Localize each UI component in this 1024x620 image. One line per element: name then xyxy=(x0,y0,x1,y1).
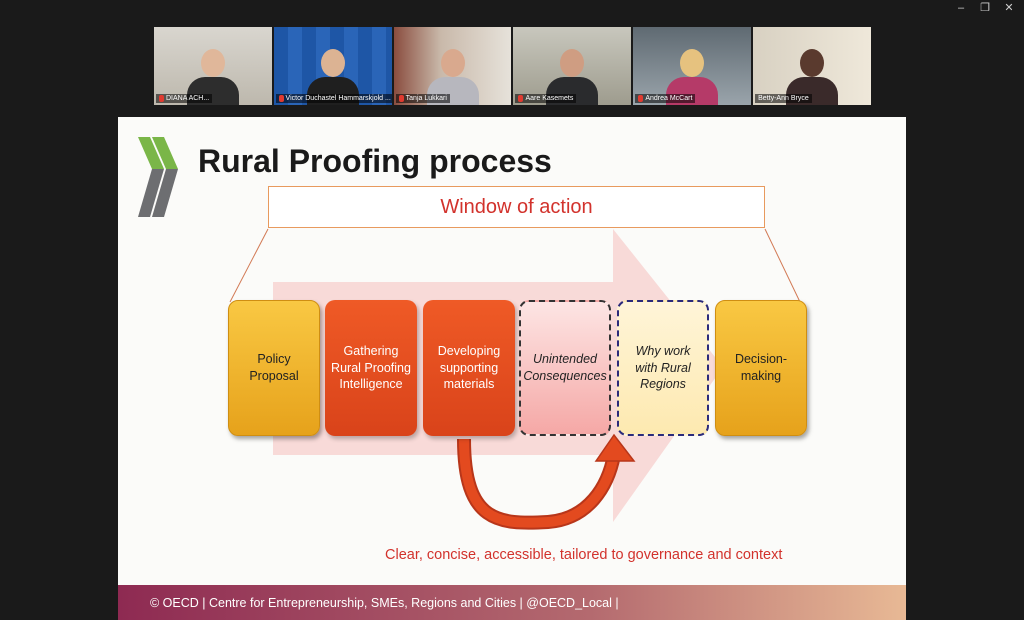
step-decision-making: Decision-making xyxy=(715,300,807,436)
participant-tile[interactable]: DIANA ACH... xyxy=(154,27,272,105)
participant-tile[interactable]: Tanja Lukkari xyxy=(393,27,512,105)
participant-name: Andrea McCart xyxy=(635,94,696,103)
muted-mic-icon xyxy=(159,95,164,102)
close-button[interactable]: ✕ xyxy=(1004,2,1014,14)
participant-tile[interactable]: Victor Duchastel Hammarskjold ... xyxy=(273,27,392,105)
oecd-logo xyxy=(138,137,178,217)
window-controls: – ❐ ✕ xyxy=(954,0,1024,16)
muted-mic-icon xyxy=(398,95,404,102)
minimize-button[interactable]: – xyxy=(957,2,965,14)
participant-strip: DIANA ACH... Victor Duchastel Hammarskjo… xyxy=(154,27,871,105)
participant-name: Victor Duchastel Hammarskjold ... xyxy=(275,94,392,103)
participant-name: Tanja Lukkari xyxy=(395,94,450,103)
muted-mic-icon xyxy=(278,95,284,102)
slide-footer: © OECD | Centre for Entrepreneurship, SM… xyxy=(118,585,906,620)
participant-name: Betty-Ann Bryce xyxy=(755,94,812,103)
step-gathering-intelligence: Gathering Rural Proofing Intelligence xyxy=(325,300,417,436)
restore-button[interactable]: ❐ xyxy=(980,2,990,14)
participant-tile[interactable]: Aare Kasemets xyxy=(513,27,632,105)
participant-name: DIANA ACH... xyxy=(156,94,213,103)
window-of-action-box: Window of action xyxy=(268,186,765,228)
muted-mic-icon xyxy=(638,95,644,102)
participant-tile[interactable]: Andrea McCart xyxy=(633,27,752,105)
participant-name: Aare Kasemets xyxy=(515,94,577,103)
shared-slide: Rural Proofing process Window of action … xyxy=(118,117,906,620)
step-why-rural-regions: Why work with Rural Regions xyxy=(617,300,709,436)
step-policy-proposal: Policy Proposal xyxy=(228,300,320,436)
slide-title: Rural Proofing process xyxy=(198,143,552,179)
participant-tile-active-speaker[interactable]: Betty-Ann Bryce xyxy=(753,27,871,105)
slide-caption: Clear, concise, accessible, tailored to … xyxy=(385,547,783,563)
muted-mic-icon xyxy=(518,95,524,102)
step-developing-materials: Developing supporting materials xyxy=(423,300,515,436)
step-unintended-consequences: Unintended Consequences xyxy=(519,300,611,436)
